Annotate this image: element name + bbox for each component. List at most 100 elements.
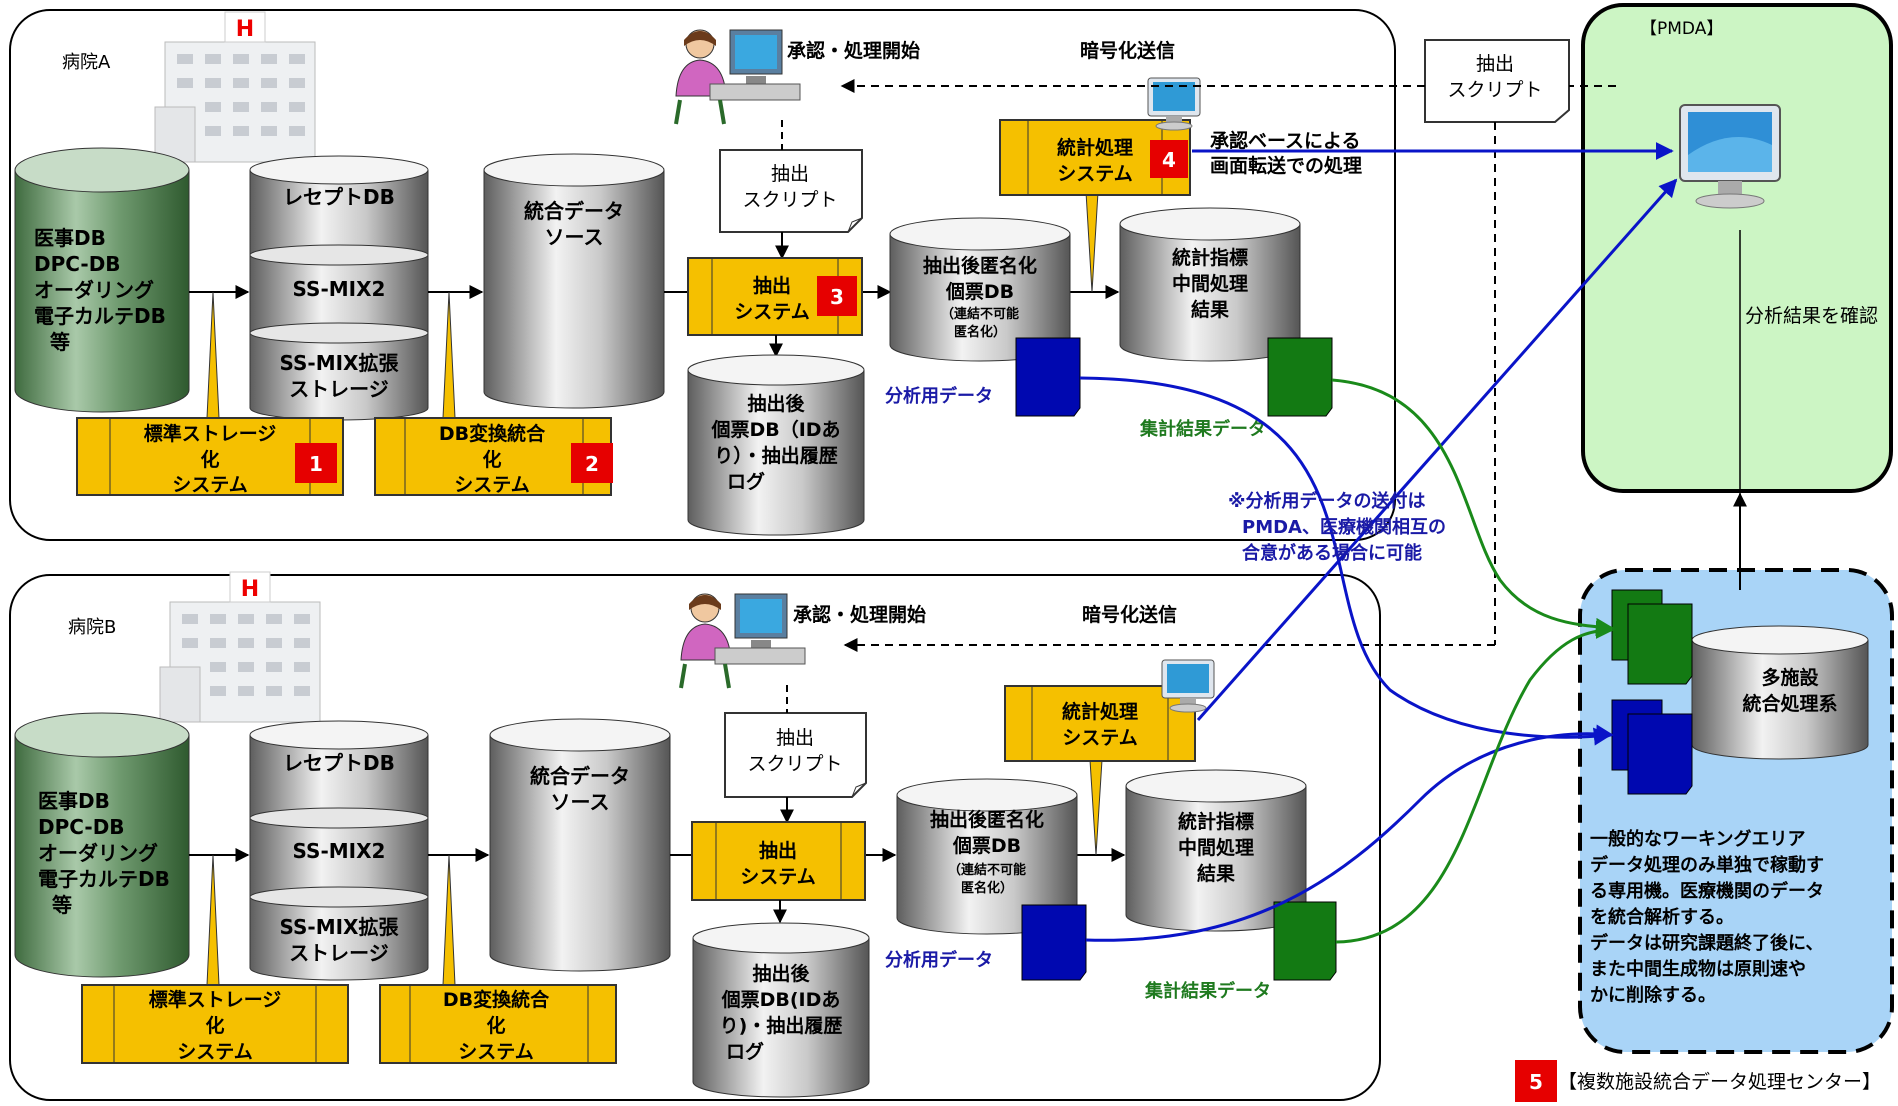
std-storage-system: 標準ストレージ 化 システム 1 (76, 417, 344, 496)
db-convert-label: 化 (486, 1014, 505, 1037)
db-convert-label: 化 (482, 448, 501, 471)
badge-1-label: 1 (309, 452, 323, 476)
extract-log-label: 個票DB（IDあ (710, 418, 840, 441)
badge-3-label: 3 (830, 285, 844, 309)
source-db-cylinder: 医事DB DPC-DB オーダリング 電子カルテDB 等 (14, 147, 190, 413)
center-description: データ処理のみ単独で稼動す (1590, 854, 1824, 876)
extract-log-cylinder: 抽出後 個票DB（IDあ り）・抽出履歴 ログ (687, 354, 865, 536)
db-convert-label: DB変換統合 (443, 988, 550, 1011)
std-storage-label: 化 (200, 448, 219, 471)
ssmix-ext-label: ストレージ (289, 377, 389, 401)
receipt-db-label: レセプトDB (283, 751, 395, 775)
receipt-db-cylinder: レセプトDB (249, 720, 429, 831)
anon-note: 匿名化） (961, 880, 1013, 896)
extract-log-label: ログ (726, 1040, 764, 1063)
extract-script-label: スクリプト (742, 189, 837, 211)
integrated-source-label: 統合データ (524, 199, 624, 223)
center-blue-docs (1611, 699, 1693, 795)
extract-log-cylinder: 抽出後 個票DB(IDあ り)・抽出履歴 ログ (692, 922, 870, 1098)
aggregate-data-label: 集計結果データ (1144, 980, 1271, 1002)
source-db-line: 等 (50, 330, 70, 354)
stats-result-cylinder: 統計指標 中間処理 結果 (1125, 769, 1307, 932)
center-description: る専用機。医療機関のデータ (1590, 880, 1824, 902)
ssmix-ext-cylinder: SS-MIX拡張 ストレージ (249, 322, 429, 421)
std-storage-label: 化 (205, 1014, 224, 1037)
pmda-script-doc: 抽出 スクリプト (1424, 39, 1570, 123)
badge-4 (1150, 140, 1188, 178)
hospital-a-name: 病院A (62, 52, 111, 73)
anon-db-label: 個票DB (945, 281, 1014, 303)
analysis-data-label: 分析用データ (885, 385, 993, 407)
note-line: PMDA、医療機関相互の (1242, 516, 1446, 538)
ssmix-ext-cylinder: SS-MIX拡張 ストレージ (249, 886, 429, 981)
badge-4-label: 4 (1162, 148, 1176, 172)
db-convert-system: DB変換統合 化 システム (379, 984, 617, 1064)
hospital-a-section: 病院A H 医事DB DPC-DB オーダリング 電子カルテDB 等 (9, 9, 1396, 541)
anon-db-label: 個票DB (952, 835, 1021, 857)
svg-text:H: H (236, 17, 254, 42)
ssmix2-label: SS-MIX2 (293, 839, 386, 863)
integrated-source-label: ソース (545, 225, 604, 249)
extract-script-label: 抽出 (771, 163, 809, 185)
extract-script-doc: 抽出 スクリプト (719, 149, 863, 233)
approval-label: 承認・処理開始 (787, 39, 920, 62)
center-label: 【複数施設統合データ処理センター】 (1558, 1071, 1881, 1093)
source-db-line: オーダリング (34, 278, 154, 302)
anon-db-cylinder: 抽出後匿名化 個票DB （連結不可能 匿名化） (896, 778, 1078, 935)
integrated-source-label: ソース (551, 790, 610, 814)
hospital-icon: H (154, 11, 316, 163)
extract-script-label: スクリプト (747, 753, 842, 775)
center-system-cylinder: 多施設 統合処理系 (1691, 625, 1869, 760)
source-db-line: 電子カルテDB (38, 867, 170, 891)
stats-system: 統計処理 システム (1004, 685, 1196, 762)
extract-log-label: り）・抽出履歴 (714, 444, 838, 467)
stats-result-label: 中間処理 (1172, 272, 1248, 295)
extract-log-label: 個票DB(IDあ (721, 989, 841, 1011)
receipt-db-label: レセプトDB (283, 185, 395, 209)
transfer-note: ※分析用データの送付は PMDA、医療機関相互の 合意がある場合に可能 (1228, 490, 1446, 564)
center-description: データは研究課題終了後に、 (1590, 932, 1823, 954)
extract-system-label: システム (740, 866, 815, 888)
pmda-confirm-label: 分析結果を確認 (1745, 305, 1878, 327)
stats-result-label: 中間処理 (1178, 836, 1254, 859)
db-convert-label: システム (458, 1041, 533, 1063)
anon-db-label: 抽出後匿名化 (923, 254, 1037, 277)
center-system-label: 多施設 (1761, 666, 1819, 689)
stats-system-label: 統計処理 (1057, 136, 1133, 159)
center-description: また中間生成物は原則速や (1590, 958, 1806, 980)
source-db-line: DPC-DB (34, 252, 121, 276)
db-convert-label: システム (454, 474, 529, 496)
svg-text:H: H (241, 577, 259, 602)
pmda-title: 【PMDA】 (1640, 19, 1723, 39)
hospital-b-section: 病院B H 医事DB DPC-DB オーダリング 電子カルテDB 等 (9, 571, 1381, 1101)
anon-note: 匿名化） (954, 324, 1006, 340)
center-description: を統合解析する。 (1590, 906, 1734, 928)
analysis-data-doc (1015, 337, 1081, 417)
encrypt-label: 暗号化送信 (1082, 603, 1177, 626)
stats-system-label: システム (1062, 727, 1137, 749)
source-db-line: 医事DB (34, 226, 106, 250)
center-system-label: 統合処理系 (1742, 692, 1837, 715)
extract-system: 抽出 システム (691, 821, 866, 901)
badge-5-label: 5 (1529, 1070, 1543, 1094)
std-storage-label: システム (177, 1041, 252, 1063)
ssmix-ext-label: SS-MIX拡張 (280, 915, 400, 939)
analysis-data-label: 分析用データ (885, 949, 993, 971)
badge-1 (295, 443, 337, 483)
encrypt-label: 暗号化送信 (1080, 39, 1175, 62)
extract-system-label: 抽出 (759, 839, 797, 862)
aggregate-data-label: 集計結果データ (1139, 418, 1266, 440)
source-db-line: 電子カルテDB (34, 304, 166, 328)
source-db-line: DPC-DB (38, 815, 125, 839)
center-description: かに削除する。 (1590, 984, 1716, 1006)
extract-system-label: 抽出 (753, 274, 791, 297)
std-storage-label: システム (172, 474, 247, 496)
source-db-line: 等 (52, 893, 72, 917)
operator-icon (674, 29, 801, 125)
note-line: 合意がある場合に可能 (1242, 542, 1422, 564)
center-section: 多施設 統合処理系 一般的なワーキングエリア データ処理のみ単独で稼動す る専用… (1578, 568, 1894, 1054)
monitor-icon (1161, 659, 1215, 713)
extract-system: 抽出 システム 3 (687, 257, 863, 336)
pmda-script-label: スクリプト (1447, 79, 1542, 101)
